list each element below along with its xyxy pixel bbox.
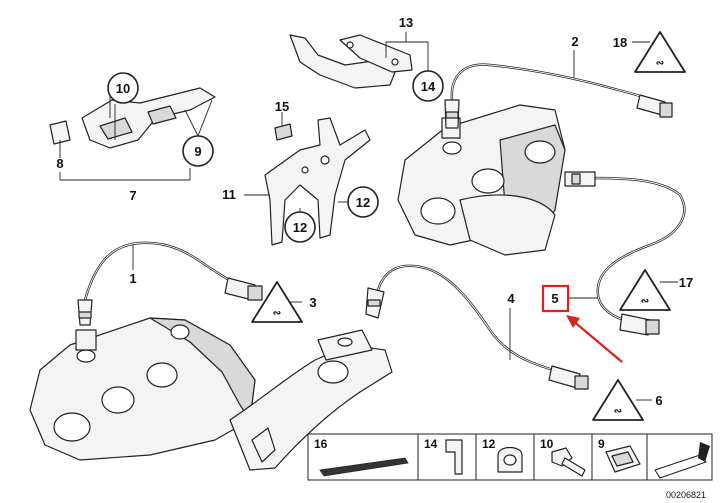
callout-14: 14 — [412, 70, 444, 102]
legend-strip: 16 14 12 10 9 — [307, 433, 713, 500]
mounting-bracket — [264, 117, 371, 246]
warning-triangle-3: ∾ — [251, 281, 303, 323]
legend-tile-cable-tie: 16 — [307, 433, 419, 481]
label-15: 15 — [275, 99, 289, 114]
legend-tile-bolt: 10 — [533, 433, 593, 481]
label-6: 6 — [655, 393, 662, 408]
warning-triangle-17: ∾ — [619, 269, 671, 311]
svg-text:∾: ∾ — [614, 406, 622, 417]
warning-triangle-18: ∾ — [634, 31, 686, 73]
svg-text:14: 14 — [424, 437, 438, 451]
legend-tile-clip: 14 — [417, 433, 477, 481]
callout-12-right: 12 — [347, 186, 379, 218]
exhaust-downpipe — [229, 329, 393, 471]
oxygen-sensor-2 — [444, 63, 673, 129]
label-13: 13 — [399, 15, 413, 30]
svg-text:12: 12 — [293, 220, 307, 235]
label-8: 8 — [56, 156, 63, 171]
exhaust-manifold-lower — [29, 317, 256, 461]
label-3: 3 — [309, 295, 316, 310]
callout-12-left: 12 — [284, 211, 316, 243]
reference-number: 00206821 — [666, 490, 706, 500]
exhaust-manifold-upper — [397, 104, 566, 256]
label-17: 17 — [679, 275, 693, 290]
highlight-part-5 — [541, 284, 623, 363]
oxygen-sensor-1 — [77, 241, 263, 326]
part-labels: 1 2 3 4 5 6 7 8 11 13 15 17 18 — [56, 15, 693, 408]
svg-text:10: 10 — [540, 437, 554, 451]
label-7: 7 — [129, 188, 136, 203]
svg-text:9: 9 — [194, 144, 201, 159]
svg-text:∾: ∾ — [641, 296, 649, 307]
label-18: 18 — [613, 35, 627, 50]
legend-tile-reference: 00206821 — [646, 433, 713, 500]
legend-tile-grommet: 9 — [591, 433, 648, 481]
leader-lines — [59, 32, 678, 401]
svg-text:10: 10 — [116, 81, 130, 96]
label-4: 4 — [507, 291, 515, 306]
callout-9: 9 — [182, 135, 214, 167]
svg-text:∾: ∾ — [273, 308, 281, 319]
svg-text:12: 12 — [356, 195, 370, 210]
svg-text:14: 14 — [421, 79, 436, 94]
oxygen-sensor-4 — [365, 264, 589, 390]
top-bracket — [289, 34, 413, 89]
label-11: 11 — [222, 187, 236, 202]
oxygen-sensor-5 — [564, 171, 686, 336]
warning-triangle-6: ∾ — [592, 379, 644, 421]
svg-text:16: 16 — [314, 437, 328, 451]
svg-text:∾: ∾ — [656, 58, 664, 69]
svg-text:12: 12 — [482, 437, 496, 451]
label-1: 1 — [129, 271, 136, 286]
callout-10: 10 — [107, 72, 139, 104]
svg-text:9: 9 — [598, 437, 605, 451]
label-2: 2 — [571, 34, 578, 49]
label-5: 5 — [551, 291, 558, 306]
legend-tile-holder: 12 — [475, 433, 535, 481]
